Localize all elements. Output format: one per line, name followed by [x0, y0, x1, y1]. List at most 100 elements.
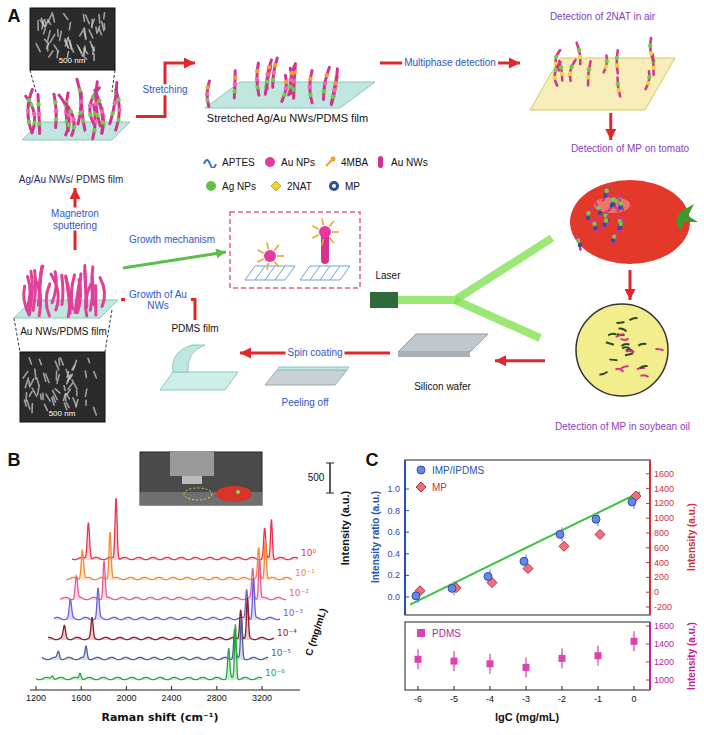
sem-texture — [85, 371, 86, 377]
figure-label: 0.0 — [387, 592, 400, 602]
sem-texture — [34, 369, 37, 379]
legend-swatch — [206, 181, 216, 191]
sem-texture — [40, 394, 42, 399]
sem-texture — [44, 29, 46, 34]
figure-label: 10⁻² — [289, 588, 309, 598]
raman-spectra — [30, 463, 334, 690]
legend-text: MP — [432, 482, 447, 493]
legend-text: MP — [345, 181, 360, 192]
sem-inset — [20, 352, 105, 422]
calibration-plot — [526, 686, 527, 690]
nanowire-array — [265, 79, 269, 83]
nanowire-array — [101, 120, 105, 124]
figure-label: -4 — [486, 694, 494, 704]
nanowire-array — [555, 62, 561, 86]
figure-label: Growth mechanism — [127, 234, 217, 246]
sem-texture — [57, 374, 59, 383]
calibration-plot — [405, 460, 650, 615]
figure-label: 1200 — [26, 693, 46, 703]
microscope-photo — [170, 452, 214, 476]
growth-mechanism-sketch — [285, 266, 295, 280]
nanowire-array — [586, 216, 590, 220]
growth-mechanism-sketch — [329, 237, 333, 242]
figure-label: 0 — [654, 587, 659, 597]
legend-text: 2NAT — [287, 181, 312, 192]
sem-texture — [69, 23, 70, 30]
calibration-plot — [559, 541, 569, 551]
legend-item: 2NAT — [268, 180, 312, 192]
growth-mechanism-sketch — [274, 261, 278, 266]
oil-texture — [638, 344, 646, 346]
sem-inset — [30, 8, 115, 70]
sem-texture — [54, 45, 59, 52]
calibration-plot — [405, 510, 409, 511]
process-stage: PDMS film — [150, 320, 240, 395]
nanowire-array — [94, 102, 98, 106]
growth-mechanism-sketch — [300, 280, 340, 281]
sem-texture — [63, 394, 65, 401]
legend-swatch — [265, 157, 275, 167]
sem-texture — [46, 394, 50, 401]
nanowire-array — [233, 71, 237, 98]
oil-texture — [608, 334, 616, 335]
soybean-oil-drop — [576, 304, 668, 396]
silicon-wafer — [398, 352, 470, 357]
nanowire-array — [95, 113, 99, 117]
figure-label: 0 — [631, 694, 636, 704]
sem-texture — [53, 14, 55, 22]
nanowire-array — [97, 99, 101, 103]
soybean-oil-drop — [576, 304, 668, 396]
oil-texture — [621, 338, 629, 340]
sem-texture — [102, 22, 104, 31]
laser-beam — [370, 238, 552, 338]
calibration-plot — [405, 597, 409, 598]
sem-texture — [37, 21, 39, 31]
sem-texture — [37, 378, 39, 385]
nanowire-array — [79, 99, 83, 103]
sem-inset — [20, 352, 105, 422]
legend-swatch — [322, 156, 338, 168]
nanowire-array — [619, 222, 623, 226]
growth-mechanism-sketch — [310, 266, 320, 280]
nanowire-array — [37, 121, 41, 125]
laser-beam — [398, 238, 552, 300]
oil-texture — [599, 318, 663, 377]
nanowire-array — [570, 60, 576, 81]
nanowire-array — [619, 220, 624, 233]
nanowire-array — [100, 278, 105, 307]
nanowire-array — [205, 92, 209, 96]
nanowire-array — [604, 65, 608, 69]
nanowire-array — [36, 102, 40, 106]
nanowire-array — [79, 99, 83, 103]
sem-texture — [42, 393, 44, 399]
figure-label: 10⁻¹ — [295, 568, 315, 578]
stage-label: PDMS film — [171, 323, 218, 335]
nanowire-array — [611, 238, 615, 242]
microscope-photo — [236, 490, 240, 494]
growth-mechanism-sketch — [257, 250, 263, 253]
legend-swatch — [413, 627, 429, 639]
raman-spectra — [326, 493, 334, 494]
nanowire-array — [648, 43, 652, 47]
process-stage: Ag/Au NWs/ PDMS film — [6, 78, 136, 188]
nanowire-array — [595, 203, 600, 218]
calibration-plot — [405, 460, 650, 690]
nanowire-array — [588, 209, 592, 223]
nanowire-array — [265, 72, 269, 76]
figure-label: 400 — [654, 557, 669, 567]
figure-label: Intensity (a.u.) — [339, 491, 352, 566]
laser-beam — [455, 300, 540, 338]
nanowire-array — [32, 121, 36, 125]
growth-mechanism-sketch — [245, 218, 350, 280]
nanowire-array — [116, 98, 120, 102]
growth-mechanism-sketch — [245, 266, 255, 280]
legend-item: Au NPs — [262, 156, 315, 168]
tomato — [570, 180, 690, 264]
growth-mechanism-sketch — [329, 221, 333, 226]
nanowire-array — [609, 195, 612, 211]
figure-label: -2 — [558, 694, 566, 704]
nanowire-array — [594, 219, 598, 233]
figure-label: 1200 — [654, 498, 674, 508]
oil-texture — [626, 351, 634, 353]
